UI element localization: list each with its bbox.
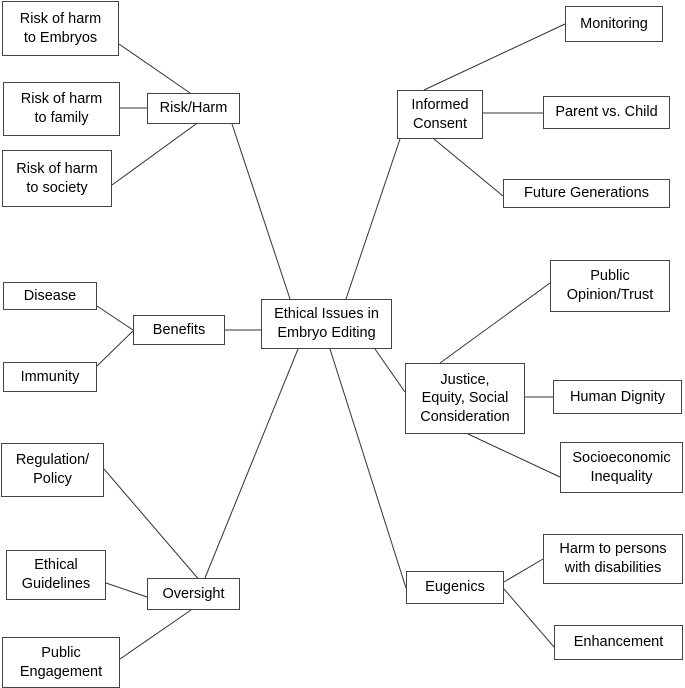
node-monitoring[interactable]: Monitoring — [565, 6, 663, 42]
node-risk_family[interactable]: Risk of harm to family — [3, 82, 120, 136]
node-parent_vs_child[interactable]: Parent vs. Child — [543, 96, 670, 129]
edge-eugenics-to-harm_disabilities — [503, 558, 544, 583]
node-justice[interactable]: Justice, Equity, Social Consideration — [405, 363, 525, 434]
edge-risk_harm-to-risk_embryos — [118, 43, 191, 94]
edge-center-to-informed_consent — [345, 138, 401, 300]
node-benefits[interactable]: Benefits — [133, 315, 225, 345]
node-risk_society[interactable]: Risk of harm to society — [2, 150, 112, 207]
edge-benefits-to-disease — [96, 305, 134, 331]
node-immunity[interactable]: Immunity — [3, 362, 97, 392]
edge-benefits-to-immunity — [96, 330, 134, 367]
node-disease[interactable]: Disease — [3, 282, 97, 310]
node-center[interactable]: Ethical Issues in Embryo Editing — [261, 299, 392, 349]
edge-oversight-to-ethical_guidelines — [105, 582, 148, 598]
edge-center-to-risk_harm — [231, 123, 291, 300]
edge-center-to-justice — [374, 348, 406, 393]
node-eugenics[interactable]: Eugenics — [406, 571, 504, 604]
edge-center-to-oversight — [204, 348, 299, 579]
node-regulation_policy[interactable]: Regulation/ Policy — [1, 443, 104, 497]
node-enhancement[interactable]: Enhancement — [554, 625, 683, 660]
node-oversight[interactable]: Oversight — [147, 578, 240, 610]
node-risk_embryos[interactable]: Risk of harm to Embryos — [2, 1, 119, 56]
edge-center-to-eugenics — [329, 348, 407, 589]
node-ethical_guidelines[interactable]: Ethical Guidelines — [6, 550, 106, 600]
edge-informed_consent-to-monitoring — [423, 23, 566, 91]
node-harm_disabilities[interactable]: Harm to persons with disabilities — [543, 534, 683, 584]
edge-oversight-to-public_engagement — [119, 609, 192, 660]
edge-eugenics-to-enhancement — [503, 588, 555, 648]
node-human_dignity[interactable]: Human Dignity — [553, 380, 682, 414]
edge-justice-to-socioeconomic — [467, 433, 561, 478]
edge-justice-to-public_opinion — [439, 282, 551, 364]
node-public_opinion[interactable]: Public Opinion/Trust — [550, 260, 670, 312]
node-future_generations[interactable]: Future Generations — [503, 179, 670, 208]
node-public_engagement[interactable]: Public Engagement — [2, 637, 120, 688]
edge-informed_consent-to-future_generations — [433, 138, 504, 197]
node-informed_consent[interactable]: Informed Consent — [397, 90, 483, 139]
edge-oversight-to-regulation_policy — [103, 468, 214, 597]
edge-risk_harm-to-risk_society — [111, 123, 197, 186]
node-socioeconomic[interactable]: Socioeconomic Inequality — [560, 442, 683, 493]
node-risk_harm[interactable]: Risk/Harm — [147, 93, 240, 124]
